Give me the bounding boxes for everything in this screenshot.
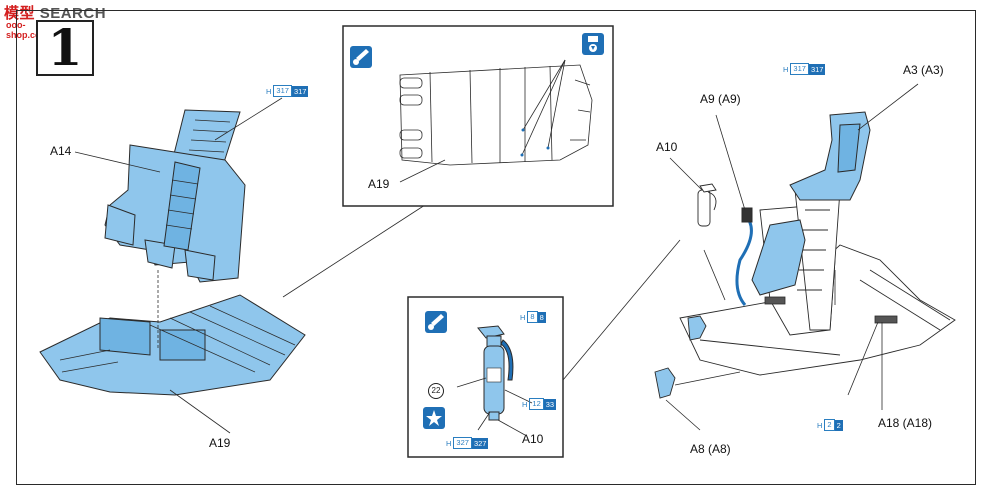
part-a9 — [735, 207, 806, 306]
cockpit-assembly — [679, 189, 956, 376]
paint-brush-icon — [425, 311, 447, 333]
paint-brush-icon — [350, 46, 372, 68]
part-a18 — [764, 296, 898, 324]
label-a19-main: A19 — [209, 436, 231, 450]
step-number-box: 1 — [36, 20, 94, 76]
paint-ref-inset-mid: H 12 33 — [522, 398, 557, 410]
part-a19 — [39, 294, 306, 396]
callout-number: 22 — [428, 383, 444, 399]
label-a10-inset: A10 — [522, 432, 544, 446]
label-a18: A18 (A18) — [878, 416, 933, 430]
watermark-url: ooo-shop.com — [6, 20, 49, 40]
paint-ref-left: H 317 317 — [266, 85, 309, 97]
part-a14 — [104, 109, 246, 283]
label-a8: A8 (A8) — [690, 442, 731, 456]
label-a10-right: A10 — [656, 140, 678, 154]
star-icon — [423, 407, 445, 429]
paint-ref-right-top: H 317 317 — [783, 63, 826, 75]
step-number: 1 — [47, 18, 83, 77]
part-a8 — [654, 315, 707, 399]
paint-ref-inset-bottom: H 327 327 — [446, 437, 489, 449]
glue-down-icon — [582, 33, 604, 55]
part-a3 — [789, 111, 871, 201]
paint-ref-right-bottom: H 2 2 — [817, 419, 843, 431]
label-a14: A14 — [50, 144, 72, 158]
label-a19-inset: A19 — [368, 177, 390, 191]
label-a9: A9 (A9) — [700, 92, 741, 106]
label-a3: A3 (A3) — [903, 63, 944, 77]
inset-a19-drawing — [399, 59, 593, 183]
part-a10-mounted — [697, 183, 717, 227]
watermark-title: 模型 SEARCH — [4, 5, 107, 22]
paint-ref-inset-top: H 8 8 — [520, 311, 546, 323]
instruction-frame — [16, 10, 976, 485]
